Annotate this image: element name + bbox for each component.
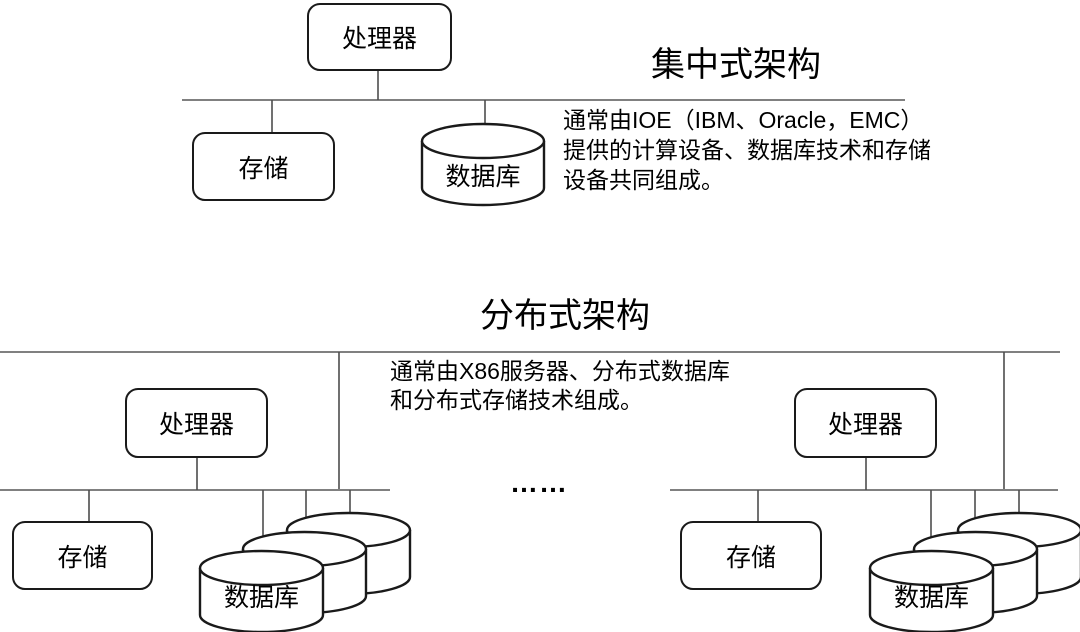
node-label: 存储: [238, 154, 289, 183]
description-line: 通常由X86服务器、分布式数据库: [390, 358, 730, 384]
cylinder-body: [198, 568, 325, 632]
more-nodes-ellipsis: ……: [510, 467, 568, 498]
left-database-stack-icon: [198, 511, 412, 632]
description-line: 提供的计算设备、数据库技术和存储: [563, 137, 931, 163]
cylinder-body: [420, 141, 546, 207]
right-database-label: 数据库: [893, 584, 969, 612]
description-line: 设备共同组成。: [563, 167, 724, 193]
node-label: 处理器: [827, 411, 903, 439]
centralized-description: 通常由IOE（IBM、Oracle，EMC） 提供的计算设备、数据库技术和存储 …: [563, 105, 931, 195]
left-storage-box: 存储: [12, 521, 153, 590]
node-label: 存储: [57, 543, 108, 572]
cylinder-body: [868, 568, 995, 632]
centralized-storage-box: 存储: [192, 132, 335, 201]
distributed-title: 分布式架构: [480, 297, 650, 335]
cylinder-top: [198, 549, 325, 587]
centralized-database-cylinder-icon: [420, 122, 546, 207]
node-label: 处理器: [341, 25, 417, 53]
cylinder-top: [420, 122, 546, 160]
description-line: 和分布式存储技术组成。: [390, 387, 643, 413]
left-processor-box: 处理器: [125, 388, 268, 458]
node-label: 处理器: [158, 411, 234, 439]
left-database-label: 数据库: [223, 584, 299, 612]
description-line: 通常由IOE（IBM、Oracle，EMC）: [563, 107, 924, 133]
distributed-description: 通常由X86服务器、分布式数据库 和分布式存储技术组成。: [390, 357, 730, 415]
centralized-processor-box: 处理器: [307, 3, 452, 71]
centralized-database-label: 数据库: [445, 163, 521, 191]
right-storage-box: 存储: [680, 521, 822, 590]
right-database-stack-icon: [868, 511, 1080, 632]
right-processor-box: 处理器: [794, 388, 937, 458]
centralized-title: 集中式架构: [651, 46, 821, 84]
cylinder-top: [868, 549, 995, 587]
node-label: 存储: [725, 543, 776, 572]
